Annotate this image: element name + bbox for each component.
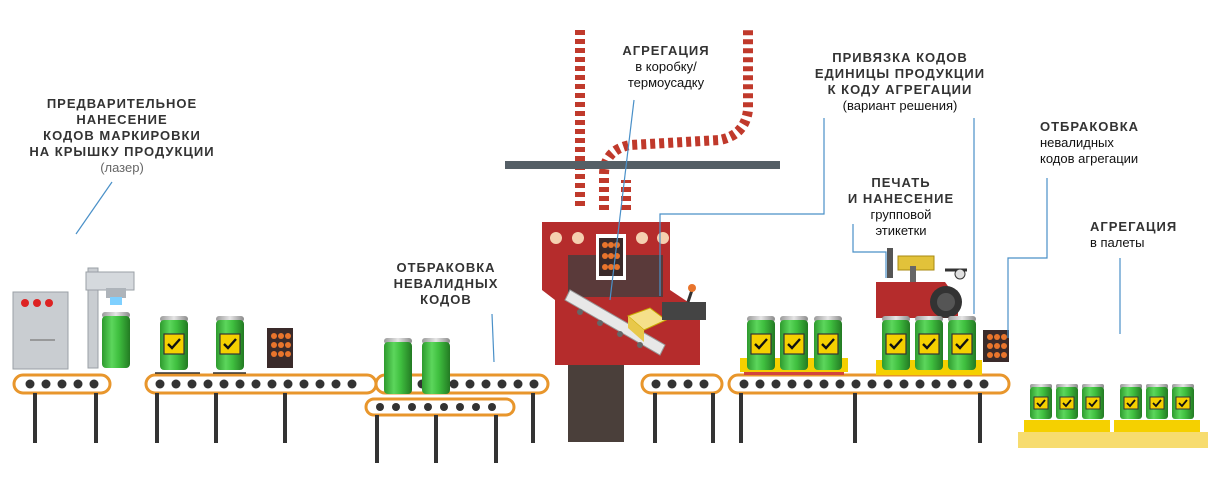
conveyor-4 bbox=[640, 373, 724, 443]
caption-sub: (лазер) bbox=[100, 160, 144, 175]
conveyor-2 bbox=[144, 373, 378, 443]
caption-line: КОДОВ bbox=[420, 292, 472, 307]
caption-sub: в палеты bbox=[1090, 235, 1145, 250]
caption-sub: (вариант решения) bbox=[842, 98, 958, 113]
code-panel-icon bbox=[267, 328, 293, 368]
can-icon bbox=[880, 314, 912, 372]
can-icon bbox=[384, 338, 412, 394]
can-icon bbox=[812, 314, 844, 372]
overhead-beam bbox=[505, 161, 780, 169]
caption-line: НА КРЫШКУ ПРОДУКЦИИ bbox=[29, 144, 215, 159]
aggregation-machine-icon bbox=[542, 222, 706, 442]
code-panel-icon bbox=[983, 330, 1009, 362]
caption-line: НЕВАЛИДНЫХ bbox=[393, 276, 499, 291]
can-icon bbox=[214, 314, 246, 372]
caption-pre-marking: ПРЕДВАРИТЕЛЬНОЕ НАНЕСЕНИЕ КОДОВ МАРКИРОВ… bbox=[12, 96, 232, 176]
caption-line: КОДОВ МАРКИРОВКИ bbox=[43, 128, 201, 143]
can-icon bbox=[102, 312, 130, 368]
leader-lines bbox=[75, 99, 1121, 363]
caption-line: К КОДУ АГРЕГАЦИИ bbox=[827, 82, 973, 97]
can-icon bbox=[778, 314, 810, 372]
conveyor-1 bbox=[12, 373, 112, 443]
reject-conveyor bbox=[364, 397, 516, 463]
conveyor-3 bbox=[374, 373, 550, 443]
caption-line: ЕДИНИЦЫ ПРОДУКЦИИ bbox=[814, 66, 986, 81]
laser-marker-icon bbox=[85, 267, 135, 369]
can-icon bbox=[422, 338, 450, 394]
caption-reject-codes: ОТБРАКОВКА НЕВАЛИДНЫХ КОДОВ bbox=[381, 260, 511, 308]
caption-reject-agg: ОТБРАКОВКА невалидных кодов агрегации bbox=[1040, 119, 1190, 167]
can-icon bbox=[946, 314, 978, 372]
caption-line: ОТБРАКОВКА bbox=[396, 260, 496, 275]
caption-line: ПРЕДВАРИТЕЛЬНОЕ bbox=[46, 96, 198, 111]
caption-line: ПРИВЯЗКА КОДОВ bbox=[832, 50, 968, 65]
caption-sub: кодов агрегации bbox=[1040, 151, 1139, 166]
caption-sub: групповой bbox=[870, 207, 932, 222]
caption-line: НАНЕСЕНИЕ bbox=[76, 112, 168, 127]
caption-title: АГРЕГАЦИЯ bbox=[1090, 219, 1178, 234]
caption-sub: термоусадку bbox=[627, 75, 705, 90]
caption-aggregation-box: АГРЕГАЦИЯ в коробку/ термоусадку bbox=[606, 43, 726, 91]
caption-sub: этикетки bbox=[875, 223, 927, 238]
can-icon bbox=[745, 314, 777, 372]
caption-title: АГРЕГАЦИЯ bbox=[622, 43, 710, 58]
caption-title: ОТБРАКОВКА bbox=[1040, 119, 1140, 134]
pallet-icon bbox=[1018, 383, 1208, 448]
caption-group-label: ПЕЧАТЬ И НАНЕСЕНИЕ групповой этикетки bbox=[836, 175, 966, 239]
control-cabinet-icon bbox=[12, 291, 69, 370]
caption-pallet: АГРЕГАЦИЯ в палеты bbox=[1090, 219, 1190, 251]
caption-line: ПЕЧАТЬ bbox=[871, 175, 931, 190]
conveyor-5 bbox=[727, 373, 1011, 443]
caption-line: И НАНЕСЕНИЕ bbox=[847, 191, 955, 206]
caption-sub: в коробку/ bbox=[635, 59, 697, 74]
can-icon bbox=[158, 314, 190, 372]
caption-binding: ПРИВЯЗКА КОДОВ ЕДИНИЦЫ ПРОДУКЦИИ К КОДУ … bbox=[800, 50, 1000, 114]
label-printer-icon bbox=[876, 248, 967, 318]
can-icon bbox=[913, 314, 945, 372]
caption-sub: невалидных bbox=[1040, 135, 1114, 150]
